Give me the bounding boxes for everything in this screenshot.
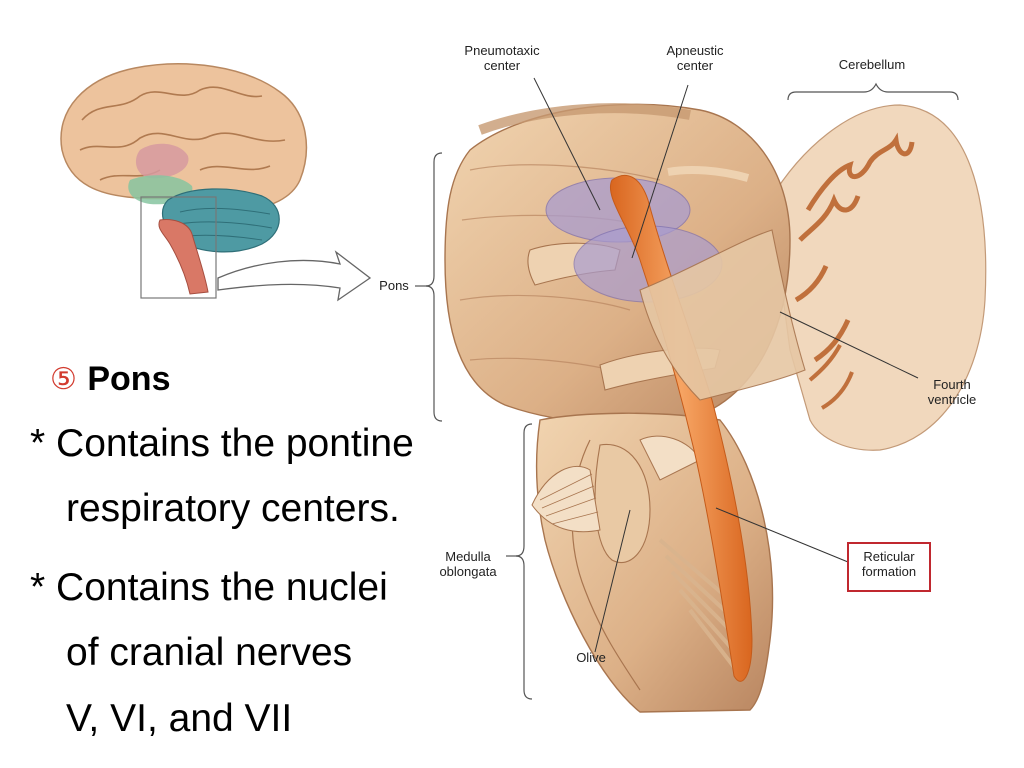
nerve-fan-left [531, 465, 601, 533]
nerve-stump-top [667, 166, 750, 182]
leader-lines [415, 77, 919, 653]
cerebellum-bracket [787, 82, 959, 101]
bullet-1-line-2: respiratory centers. [66, 487, 400, 530]
temporal-highlight-shape [135, 143, 189, 179]
bullet-2-line-3: V, VI, and VII [66, 697, 293, 740]
circled-number-marker: ⑤ [50, 363, 77, 396]
pons-label: Pons [379, 278, 409, 293]
bullet-2-line-2: of cranial nerves [66, 631, 353, 674]
bullet-1-line-1: * Contains the pontine [30, 422, 414, 465]
pons-bracket [425, 152, 443, 422]
brainstem-illustration [444, 103, 987, 713]
brain-thumbnail [60, 63, 308, 299]
slide-heading: ⑤ Pons [50, 360, 170, 399]
bullet-2-line-1: * Contains the nuclei [30, 566, 388, 609]
slide-title: Pons [87, 360, 171, 398]
reticular-formation-box: Reticular formation [847, 542, 931, 592]
apneustic-center-label: Apneustic center [666, 43, 724, 73]
medulla-bracket [515, 423, 533, 700]
pons-arrow-icon [217, 250, 372, 302]
brainstem-small-shape [158, 219, 209, 295]
cerebellum-label: Cerebellum [838, 57, 906, 72]
nerve-rootlets [658, 538, 746, 682]
fourth-ventricle-shape [639, 229, 806, 401]
pneumotaxic-center-label: Pneumotaxic center [464, 43, 540, 73]
zoom-box [140, 196, 217, 299]
cerebellum-shape [769, 104, 987, 451]
reticular-formation-label: Reticular formation [861, 549, 917, 579]
medulla-oblongata-label: Medulla oblongata [439, 549, 497, 579]
fourth-ventricle-label: Fourth ventricle [927, 377, 977, 407]
olive-label: Olive [576, 650, 606, 665]
